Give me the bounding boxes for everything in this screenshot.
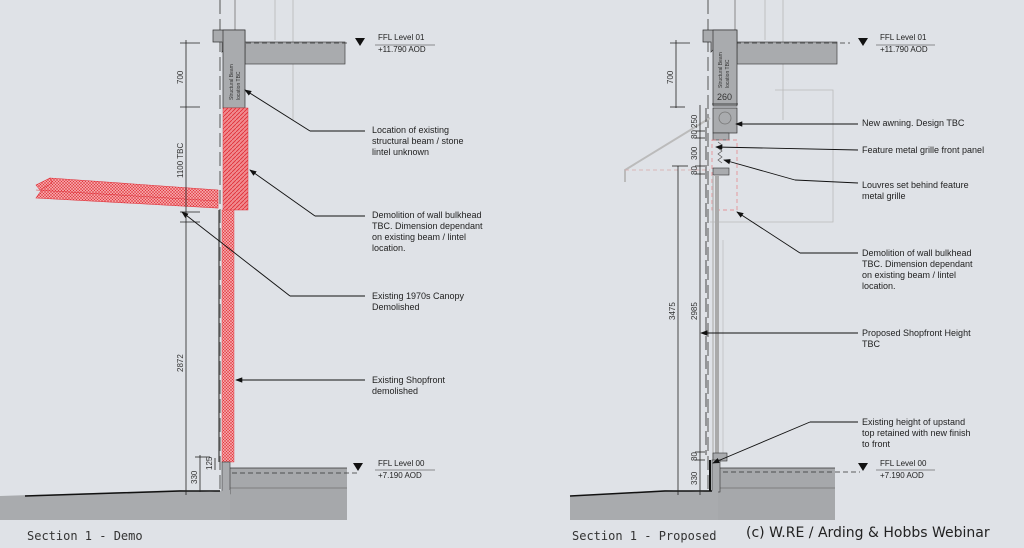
level-marker-icon [858, 463, 868, 471]
dimension-300: 300 [690, 146, 699, 160]
dimension-1100: 1100 TBC [176, 142, 185, 178]
demolition-outline [711, 139, 738, 211]
copyright-credit: (c) W.RE / Arding & Hobbs Webinar [746, 525, 990, 541]
pavement [570, 490, 718, 520]
note-canopy-demolished: Existing 1970s Canopy Demolished [372, 291, 465, 312]
ground-slab [230, 468, 347, 520]
shopfront-head [712, 167, 730, 176]
leader-lines [181, 89, 365, 383]
level-00-name: FFL Level 00 [880, 459, 927, 468]
note-shopfront-demolished: Existing Shopfront demolished [372, 375, 446, 396]
dimension-3475: 3475 [668, 302, 677, 320]
note-bulkhead-demolition: Demolition of wall bulkhead TBC. Dimensi… [862, 248, 973, 291]
ground-slab [718, 468, 835, 520]
upstand [221, 461, 231, 495]
demolish-bulkhead [222, 107, 249, 211]
level-01-aod: +11.790 AOD [880, 45, 928, 54]
level-00-aod: +7.190 AOD [880, 471, 924, 480]
note-new-awning: New awning. Design TBC [862, 118, 965, 128]
beam-label-line1: Structural Beam [718, 52, 724, 88]
dimension-700: 700 [176, 70, 185, 84]
level-01-aod: +11.790 AOD [378, 45, 426, 54]
level-01-name: FFL Level 01 [880, 33, 927, 42]
beam-width-260: 260 [717, 92, 732, 102]
upper-floor-slab [736, 41, 838, 65]
level-00-aod: +7.190 AOD [378, 471, 422, 480]
upstand [711, 459, 721, 493]
note-upstand: Existing height of upstand top retained … [862, 417, 971, 449]
pavement-edge [24, 490, 220, 497]
upper-floor-slab [244, 41, 346, 65]
awning-roller [718, 111, 732, 125]
pavement [0, 490, 230, 520]
demolish-canopy [35, 177, 219, 209]
background-outline [710, 89, 834, 223]
dimension-80-b: 80 [690, 166, 699, 175]
dimension-125: 125 [205, 456, 214, 470]
beam-label-line2: location TBC [725, 59, 731, 88]
level-01-name: FFL Level 01 [378, 33, 425, 42]
note-louvres: Louvres set behind feature metal grille [862, 180, 969, 201]
dimension-lines [670, 40, 707, 495]
caption-demo: Section 1 - Demo [27, 529, 143, 543]
dimension-700: 700 [666, 70, 675, 84]
dimension-80-a: 80 [690, 130, 699, 139]
level-marker-icon [858, 38, 868, 46]
beam-label-line1: Structural Beam [229, 64, 235, 100]
dimension-lines [180, 40, 216, 495]
level-marker-icon [353, 463, 363, 471]
structural-beam [712, 29, 738, 107]
dimension-330: 330 [190, 470, 199, 484]
canopy-edge [35, 189, 219, 202]
awning-base [712, 132, 730, 141]
note-bulkhead-demolition: Demolition of wall bulkhead TBC. Dimensi… [372, 210, 483, 253]
note-beam-location: Location of existing structural beam / s… [372, 125, 464, 157]
dimension-2872: 2872 [176, 354, 185, 372]
shopfront-frame [715, 175, 719, 460]
note-grille-front-panel: Feature metal grille front panel [862, 145, 985, 155]
leader-lines [700, 121, 859, 464]
section-proposed: Structural Beam location TBC 260 [569, 0, 935, 520]
level-marker-icon [355, 38, 365, 46]
dimension-330: 330 [690, 471, 699, 485]
level-00-name: FFL Level 00 [378, 459, 425, 468]
dimension-250: 250 [690, 114, 699, 128]
pavement-edge [569, 490, 712, 497]
beam-label-line2: location TBC [236, 71, 242, 100]
note-shopfront-height: Proposed Shopfront Height TBC [862, 328, 971, 349]
dimension-2985: 2985 [690, 302, 699, 320]
section-demo: Structural Beam location TBC [0, 0, 435, 520]
dimension-80-c: 80 [690, 452, 699, 461]
caption-proposed: Section 1 - Proposed [572, 529, 717, 543]
grille-icon [717, 141, 723, 164]
canopy-end [35, 177, 53, 191]
